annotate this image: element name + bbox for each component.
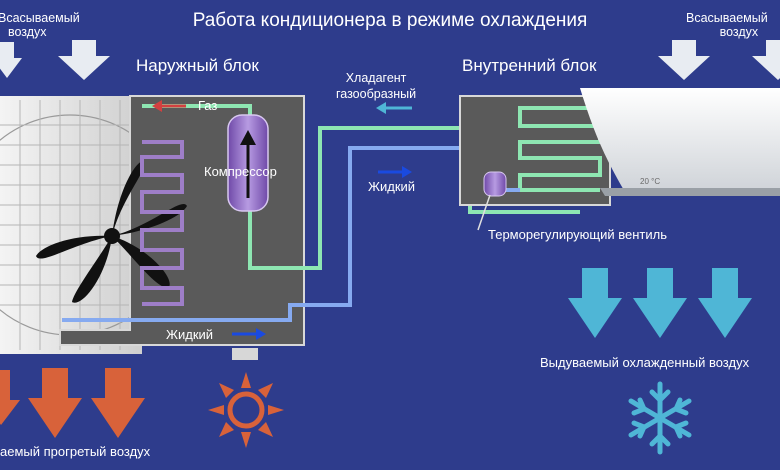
outdoor-intake-label-line2: воздух [8,25,80,39]
refrigerant-gas-arrow [376,102,412,114]
page-title: Работа кондиционера в режиме охлаждения [0,10,780,32]
compressor-label: Компрессор [204,164,277,179]
refrigerant-gas-label: Хладагент газообразный [336,70,416,102]
outdoor-intake-label-line1: Всасываемый [0,11,80,25]
indoor-intake-label-line1: Всасываемый [686,11,768,25]
indoor-display: 20 °C [640,177,660,186]
indoor-unit-label: Внутренний блок [462,56,596,76]
outdoor-intake-arrow [58,40,110,80]
indoor-intake-label-line2: воздух [710,25,768,39]
outdoor-intake-label: Всасываемый воздух [0,11,80,39]
refrigerant-gas-label-line2: газообразный [336,86,416,102]
sun-icon [208,372,284,448]
snowflake-icon [631,384,689,452]
outdoor-liquid-label: Жидкий [166,327,213,342]
hot-exhaust-label: аемый прогретый воздух [0,444,150,459]
refrigerant-gas-label-line1: Хладагент [336,70,416,86]
liquid-line-label: Жидкий [368,179,415,194]
indoor-intake-label: Всасываемый воздух [686,11,768,39]
hot-exhaust-arrows [0,368,145,438]
outdoor-intake-arrow-left [0,42,22,78]
cold-exhaust-label: Выдуваемый охлажденный воздух [540,355,749,370]
gas-label: Газ [198,98,217,113]
outdoor-unit-label: Наружный блок [136,56,259,76]
liquid-arrow-upper [378,166,412,178]
compressor [228,115,268,211]
valve-label: Терморегулирующий вентиль [488,227,667,242]
cold-exhaust-arrows [568,268,752,338]
indoor-intake-arrow-right [752,40,780,80]
indoor-intake-arrow [658,40,710,80]
